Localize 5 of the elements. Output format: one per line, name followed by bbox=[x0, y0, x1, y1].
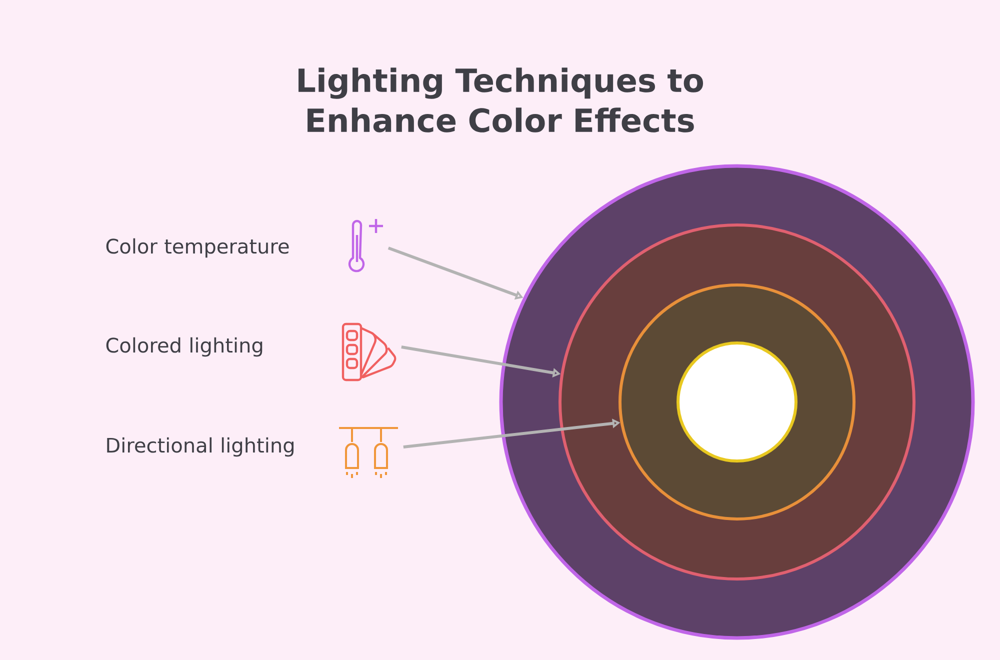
ring bbox=[676, 342, 798, 462]
title: Lighting Techniques to Enhance Color Effects bbox=[298, 68, 704, 132]
technique-label: Colored lighting bbox=[106, 337, 262, 357]
technique-label: Directional lighting bbox=[107, 437, 294, 457]
technique-label: Color temperature bbox=[106, 238, 289, 258]
